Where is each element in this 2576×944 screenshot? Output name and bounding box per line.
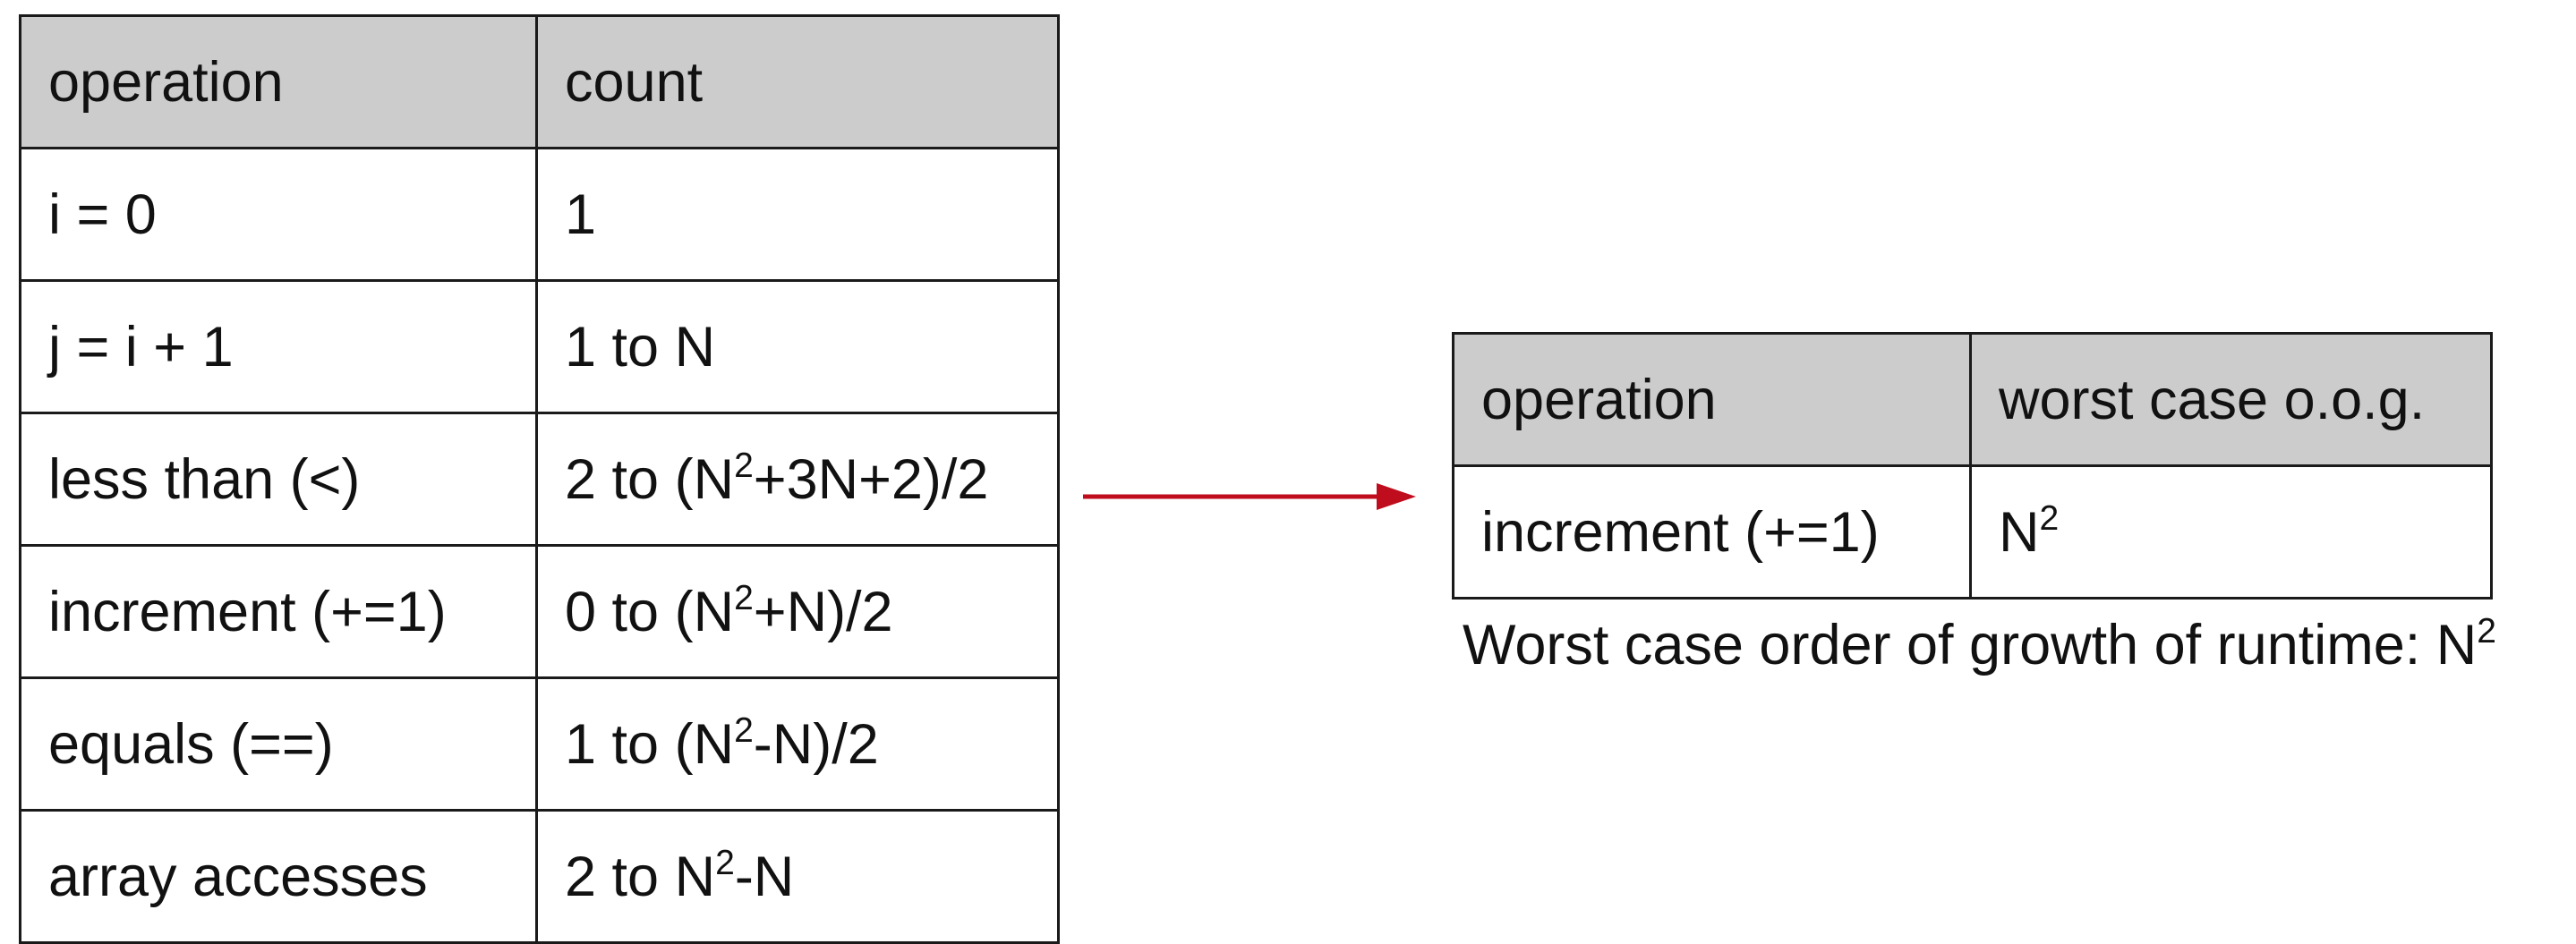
text-segment: +N)/2 <box>753 580 893 643</box>
arrow-right-icon <box>1083 483 1416 510</box>
column-header-worst-case: worst case o.o.g. <box>1969 332 2493 467</box>
superscript-exponent: 2 <box>734 446 754 485</box>
text-segment: Worst case order of growth of runtime: N <box>1463 614 2478 676</box>
count-cell: 1 <box>535 147 1060 282</box>
worst-case-table: operation worst case o.o.g. increment (+… <box>1452 332 2493 600</box>
text-segment: 0 to (N <box>565 580 735 643</box>
table-row: i = 0 1 <box>19 147 1060 282</box>
order-of-growth-caption: Worst case order of growth of runtime: N… <box>1463 613 2496 677</box>
table-row: equals (==)1 to (N2-N)/2 <box>19 676 1060 812</box>
text-segment: N <box>1999 500 2040 564</box>
count-cell: 2 to N2-N <box>535 809 1060 944</box>
operation-cell: j = i + 1 <box>19 279 538 414</box>
count-cell: 2 to (N2+3N+2)/2 <box>535 412 1060 547</box>
worst-case-cell: N2 <box>1969 464 2493 600</box>
operation-cell: less than (<) <box>19 412 538 547</box>
table-row: j = i + 1 1 to N <box>19 279 1060 414</box>
text-segment: -N)/2 <box>753 712 879 776</box>
operation-cell: array accesses <box>19 809 538 944</box>
operation-cell: i = 0 <box>19 147 538 282</box>
table-row: increment (+=1)0 to (N2+N)/2 <box>19 544 1060 679</box>
operation-cell: equals (==) <box>19 676 538 812</box>
table-header-row: operation count <box>19 14 1060 149</box>
superscript-exponent: 2 <box>734 710 754 750</box>
text-segment: 1 to (N <box>565 712 735 776</box>
text-segment: 2 to (N <box>565 447 735 511</box>
table-header-row: operation worst case o.o.g. <box>1452 332 2493 467</box>
operation-count-table: operation count i = 0 1 j = i + 1 1 to N les… <box>19 14 1060 944</box>
table-row: less than (<)2 to (N2+3N+2)/2 <box>19 412 1060 547</box>
text-segment: 2 to N <box>565 845 716 908</box>
count-cell: 1 to N <box>535 279 1060 414</box>
superscript-exponent: 2 <box>734 578 754 617</box>
superscript-exponent: 2 <box>2039 498 2060 538</box>
text-segment: 1 to N <box>565 315 716 378</box>
superscript-exponent: 2 <box>715 843 735 882</box>
column-header-operation: operation <box>19 14 538 149</box>
superscript-exponent: 2 <box>2477 611 2496 651</box>
text-segment: -N <box>734 845 795 908</box>
table-row: increment (+=1)N2 <box>1452 464 2493 600</box>
text-segment: +3N+2)/2 <box>753 447 989 511</box>
count-cell: 1 to (N2-N)/2 <box>535 676 1060 812</box>
operation-cell: increment (+=1) <box>1452 464 1972 600</box>
column-header-operation: operation <box>1452 332 1972 467</box>
column-header-count: count <box>535 14 1060 149</box>
count-cell: 0 to (N2+N)/2 <box>535 544 1060 679</box>
text-segment: 1 <box>565 183 597 246</box>
operation-cell: increment (+=1) <box>19 544 538 679</box>
